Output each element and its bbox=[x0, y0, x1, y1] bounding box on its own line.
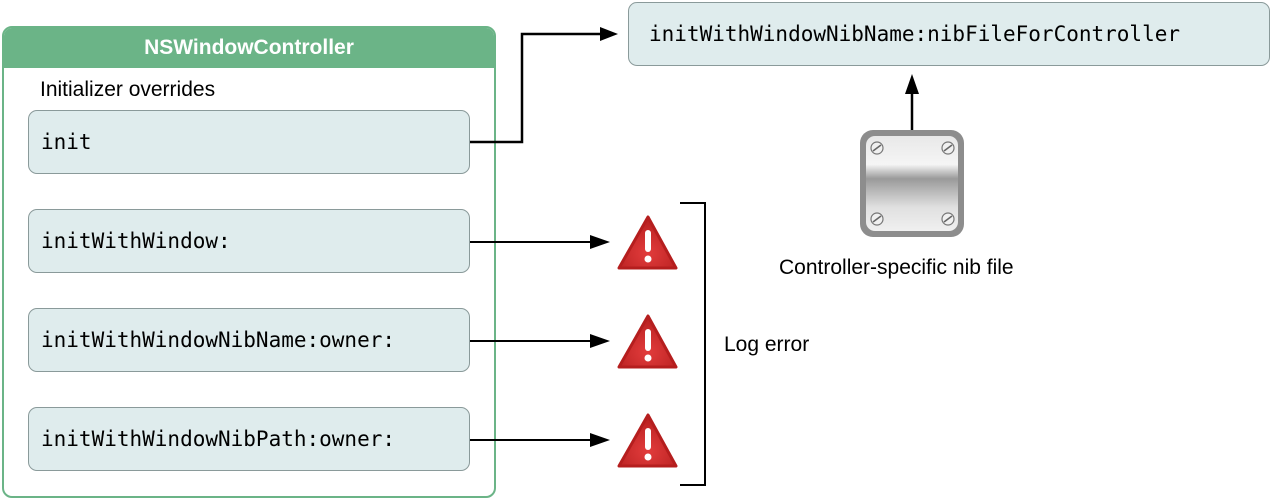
arrow-init-to-target bbox=[470, 27, 618, 144]
method-init: init bbox=[28, 110, 470, 174]
warning-triangle-icon bbox=[617, 215, 678, 270]
warning-triangle-icon bbox=[617, 314, 678, 369]
arrow-init-with-window bbox=[470, 235, 610, 249]
controller-title: NSWindowController bbox=[4, 28, 494, 68]
nib-caption: Controller-specific nib file bbox=[779, 256, 1014, 279]
method-init-with-window-nib-path-owner: initWithWindowNibPath:owner: bbox=[28, 407, 470, 471]
method-init-with-window: initWithWindow: bbox=[28, 209, 470, 273]
log-error-bracket bbox=[680, 202, 706, 486]
target-method-box: initWithWindowNibName:nibFileForControll… bbox=[628, 2, 1270, 66]
arrow-init-with-window-nib-path bbox=[470, 433, 610, 447]
arrow-init-with-window-nib-name bbox=[470, 334, 610, 348]
warning-triangle-icon bbox=[617, 413, 678, 468]
section-label: Initializer overrides bbox=[40, 78, 216, 101]
arrow-nib-to-target bbox=[905, 74, 919, 130]
log-error-caption: Log error bbox=[724, 333, 810, 356]
method-init-with-window-nib-name-owner: initWithWindowNibName:owner: bbox=[28, 308, 470, 372]
nib-file-icon bbox=[860, 130, 964, 237]
